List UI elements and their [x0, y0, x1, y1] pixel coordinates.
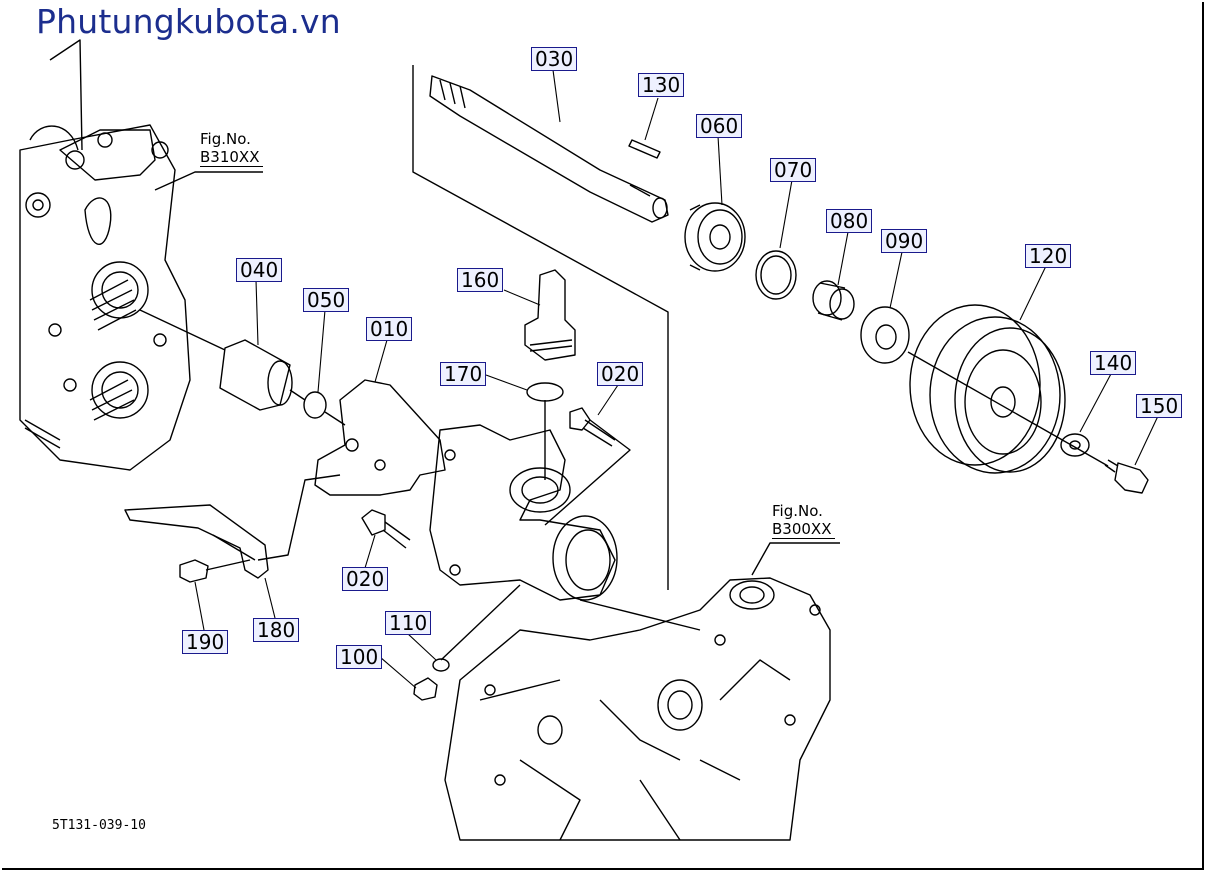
- part-label-120[interactable]: 120: [1025, 244, 1072, 268]
- part-label-140[interactable]: 140: [1090, 351, 1137, 375]
- part-label-010[interactable]: 010: [366, 317, 413, 341]
- collar-080: [812, 280, 855, 321]
- fig-ref-code: B310XX: [200, 148, 264, 167]
- fig-ref-title: Fig.No.: [772, 502, 823, 520]
- part-label-060[interactable]: 060: [696, 114, 743, 138]
- bracket-180: [124, 474, 341, 579]
- part-label-040[interactable]: 040: [236, 258, 283, 282]
- diagram-code: 5T131-039-10: [52, 818, 146, 833]
- nipple-160: [524, 269, 576, 361]
- bolt-150: [1104, 459, 1149, 494]
- oring-170: [526, 382, 564, 402]
- left-engine-housing: [19, 39, 191, 471]
- bearing-060: [684, 202, 746, 272]
- part-label-020-upper[interactable]: 020: [597, 362, 644, 386]
- part-label-110[interactable]: 110: [385, 611, 432, 635]
- part-label-030[interactable]: 030: [531, 47, 578, 71]
- exploded-diagram: [19, 39, 1159, 841]
- fig-ref-b310xx[interactable]: Fig.No. B310XX: [200, 130, 264, 167]
- fig-ref-b300xx[interactable]: Fig.No. B300XX: [772, 502, 836, 539]
- key-130: [628, 139, 661, 159]
- fig-ref-title: Fig.No.: [200, 130, 251, 148]
- plug-190: [179, 559, 251, 583]
- watermark-logo: Phutungkubota.vn: [36, 2, 341, 41]
- housing-010: [314, 379, 618, 601]
- shaft-030: [429, 75, 669, 223]
- right-engine-block: [444, 577, 831, 841]
- leader-b300xx: [751, 542, 840, 576]
- pulley-120: [909, 304, 1066, 474]
- part-label-080[interactable]: 080: [826, 209, 873, 233]
- part-label-180[interactable]: 180: [253, 618, 300, 642]
- part-label-090[interactable]: 090: [881, 229, 928, 253]
- plug-100: [413, 584, 521, 701]
- circlip-070: [755, 250, 797, 300]
- part-label-020-lower[interactable]: 020: [342, 567, 389, 591]
- part-label-160[interactable]: 160: [457, 268, 504, 292]
- bolt-020-lower: [361, 509, 411, 549]
- part-label-190[interactable]: 190: [182, 630, 229, 654]
- leader-lines: [194, 69, 1159, 689]
- part-label-150[interactable]: 150: [1136, 394, 1183, 418]
- part-label-170[interactable]: 170: [440, 362, 487, 386]
- bolt-020-upper: [544, 407, 631, 526]
- washer-140: [1060, 433, 1090, 457]
- bushing-040: [219, 339, 293, 411]
- part-label-130[interactable]: 130: [638, 73, 685, 97]
- part-label-050[interactable]: 050: [303, 288, 350, 312]
- oring-050: [303, 391, 327, 419]
- seal-090: [860, 306, 910, 364]
- group-outline: [412, 65, 669, 590]
- part-label-100[interactable]: 100: [336, 645, 383, 669]
- part-label-070[interactable]: 070: [770, 158, 817, 182]
- fig-ref-code: B300XX: [772, 520, 836, 539]
- leader-b310xx: [154, 171, 263, 191]
